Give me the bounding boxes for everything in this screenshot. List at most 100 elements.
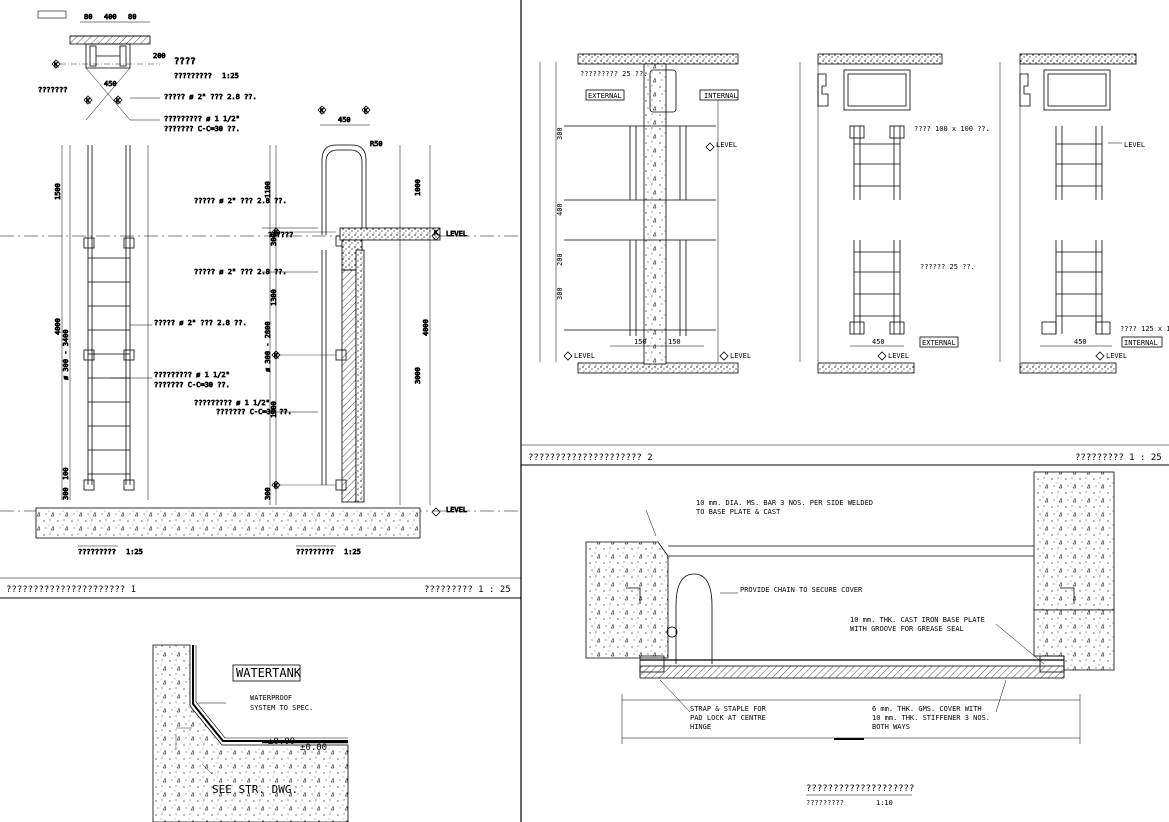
manhole-scale: 1:10 — [876, 799, 893, 807]
ladder-panel: 80 400 80 200 450 ???? ????????? 1:25 ??… — [0, 10, 521, 556]
watertank-label: WATERTANK — [236, 666, 302, 680]
waterproof-line2: SYSTEM TO SPEC. — [250, 704, 313, 712]
sub-right-scale: 1:25 — [344, 548, 361, 556]
elev-dim-l4: 300 — [62, 487, 70, 500]
panel1-scale: ????????? 1 : 25 — [424, 585, 511, 595]
elev-dim-l2: 4000 — [54, 318, 62, 335]
section-a-level-2: LEVEL — [730, 352, 751, 360]
note-cover-2: 10 mm. THK. STIFFENER 3 NOS. — [872, 714, 990, 722]
panel2-title: ????????????????????? 2 — [528, 453, 653, 463]
elev-dim-l1: 1500 — [54, 183, 62, 200]
plan-scale: 1:25 — [222, 72, 239, 80]
section-dim-7: 200 — [556, 253, 564, 266]
elev-dim-r7: 4000 — [422, 319, 430, 336]
panel1-title: ?????????????????????? 1 — [6, 585, 136, 595]
section-callout-3: ???? 125 x 125 ??. — [1120, 325, 1169, 333]
note-strap-2: PAD LOCK AT CENTRE — [690, 714, 766, 722]
level-upper: LEVEL — [446, 230, 467, 238]
plan-dim-e: 450 — [104, 80, 117, 88]
note-chain: PROVIDE CHAIN TO SECURE COVER — [740, 586, 863, 594]
see-structural: SEE STR. DWG. — [212, 783, 298, 796]
level-lower: LEVEL — [446, 506, 467, 514]
section-c-level: LEVEL — [1106, 352, 1127, 360]
section-c-internal: INTERNAL — [1124, 339, 1158, 347]
elev-dim-r50: R50 — [370, 140, 383, 148]
grid-marker-8: K — [274, 482, 279, 490]
elev-dim-r5: 300 — [270, 233, 278, 246]
section-dim-5: 300 — [556, 127, 564, 140]
manhole-panel — [585, 471, 1115, 744]
grid-marker-9: K — [434, 229, 439, 237]
elev-dim-r6: 1000 — [414, 179, 422, 196]
side-rung-callout-b: ??????? C-C=30 ??. — [216, 408, 292, 416]
side-tag: ?????? — [268, 231, 293, 239]
plan-bar-callout: ????? ø 2" ??? 2.8 ??. — [164, 93, 257, 101]
plan-dim-c: 80 — [128, 13, 136, 21]
section-dim-4: 450 — [1074, 338, 1087, 346]
plan-rung-callout-a: ????????? ø 1 1/2" — [164, 115, 240, 123]
elev-dim-r1: 1100 — [264, 181, 272, 198]
section-callout-2: ???? 100 x 100 ??. — [914, 125, 990, 133]
section-a-internal: INTERNAL — [704, 92, 738, 100]
section-a-level-1: LEVEL — [574, 352, 595, 360]
section-a-external: EXTERNAL — [588, 92, 622, 100]
side-rung-callout-a: ????????? ø 1 1/2" — [194, 399, 270, 407]
elev-dim-l3: ø 300 - 3400 — [62, 329, 70, 380]
tank-level-b: ±0.00 — [300, 743, 327, 753]
elev-bar-callout: ????? ø 2" ??? 2.8 ??. — [154, 319, 247, 327]
left-tag: ??????? — [38, 86, 68, 94]
note-cover-3: BOTH WAYS — [872, 723, 910, 731]
section-dim-8: 400 — [556, 203, 564, 216]
note-bar-1: 10 mm. DIA. MS. BAR 3 NOS. PER SIDE WELD… — [696, 499, 873, 507]
elev-rung-callout-a: ????????? ø 1 1/2" — [154, 371, 230, 379]
ground-slab — [35, 507, 421, 539]
waterproof-line1: WATERPROOF — [250, 694, 292, 702]
grid-marker-5: K — [364, 107, 369, 115]
sub-left-scale: 1:25 — [126, 548, 143, 556]
elev-dim-l5: 100 — [62, 467, 70, 480]
elev-dim-r3: 1300 — [270, 401, 278, 418]
grid-marker-4: K — [320, 107, 325, 115]
section-c-level-2: LEVEL — [1124, 141, 1145, 149]
grid-marker-1: K — [54, 61, 59, 69]
section-a-level-3: LEVEL — [716, 141, 737, 149]
note-base-2: WITH GROOVE FOR GREASE SEAL — [850, 625, 964, 633]
grid-marker-7: K — [274, 352, 279, 360]
grid-marker-2: K — [86, 97, 91, 105]
grid-marker-6: K — [274, 229, 279, 237]
sub-left-code: ????????? — [78, 548, 116, 556]
manhole-scale-code: ????????? — [806, 799, 844, 807]
plan-dim-d: 200 — [153, 52, 166, 60]
note-bar-2: TO BASE PLATE & CAST — [696, 508, 781, 516]
plan-scale-code: ????????? — [174, 72, 212, 80]
section-dim-6: 300 — [556, 287, 564, 300]
plan-rung-callout-b: ??????? C-C=30 ??. — [164, 125, 240, 133]
section-panel — [539, 53, 1163, 374]
elev-dim-r9: ø 300 - 2800 — [264, 321, 272, 372]
elev-dim-top: 450 — [338, 116, 351, 124]
plan-dim-b: 400 — [104, 13, 117, 21]
elev-dim-r4: 300 — [264, 487, 272, 500]
section-b-level: LEVEL — [888, 352, 909, 360]
note-cover-1: 6 mm. THK. GMS. COVER WITH — [872, 705, 982, 713]
panel2-scale: ????????? 1 : 25 — [1075, 453, 1162, 463]
note-strap-1: STRAP & STAPLE FOR — [690, 705, 767, 713]
tank-level-a: ±0.00 — [268, 737, 295, 747]
ladder-plan-detail — [51, 21, 160, 121]
note-base-1: 10 mm. THK. CAST IRON BASE PLATE — [850, 616, 985, 624]
manhole-title: ???????????????????? — [806, 784, 914, 794]
section-callout-1: ????????? 25 ??. — [580, 70, 647, 78]
section-b-external: EXTERNAL — [922, 339, 956, 347]
side-bar-callout-1: ????? ø 2" ??? 2.8 ??. — [194, 197, 287, 205]
elev-rung-callout-b: ??????? C-C=30 ??. — [154, 381, 230, 389]
sub-right-code: ????????? — [296, 548, 334, 556]
plan-dim-a: 80 — [84, 13, 92, 21]
plan-title: ???? — [174, 57, 196, 67]
elev-dim-r2: 1300 — [270, 289, 278, 306]
grid-marker-3: K — [116, 97, 121, 105]
ladder-side-elevation — [262, 105, 441, 517]
watertank-panel — [152, 644, 349, 822]
ladder-front-elevation — [61, 145, 149, 500]
